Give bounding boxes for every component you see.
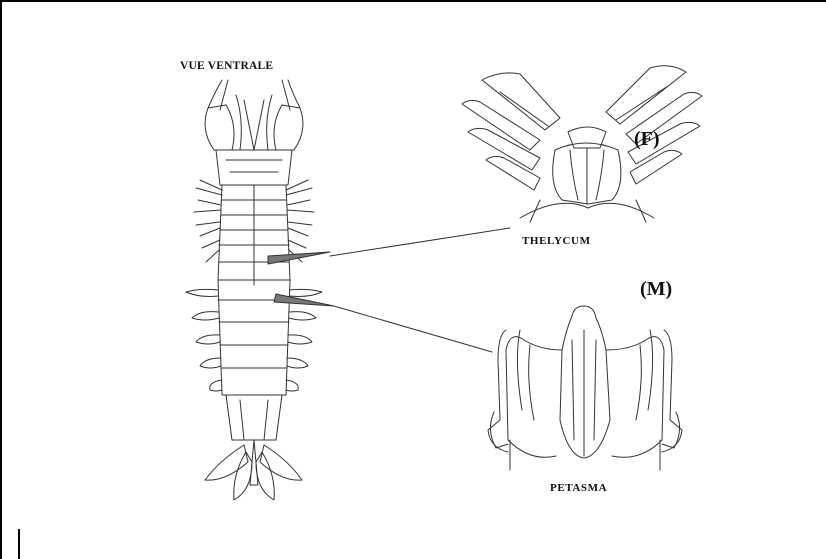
pointer-line-petasma — [334, 306, 492, 352]
thelycum-label: THELYCUM — [522, 235, 591, 247]
female-label: (F) — [634, 128, 660, 151]
petasma-label: PETASMA — [550, 482, 607, 494]
shrimp-ventral-drawing — [186, 80, 334, 500]
view-title: VUE VENTRALE — [180, 60, 273, 72]
thelycum-drawing — [462, 66, 702, 222]
male-label: (M) — [640, 278, 672, 301]
petasma-drawing — [488, 306, 682, 470]
pointer-line-thelycum — [330, 228, 510, 256]
